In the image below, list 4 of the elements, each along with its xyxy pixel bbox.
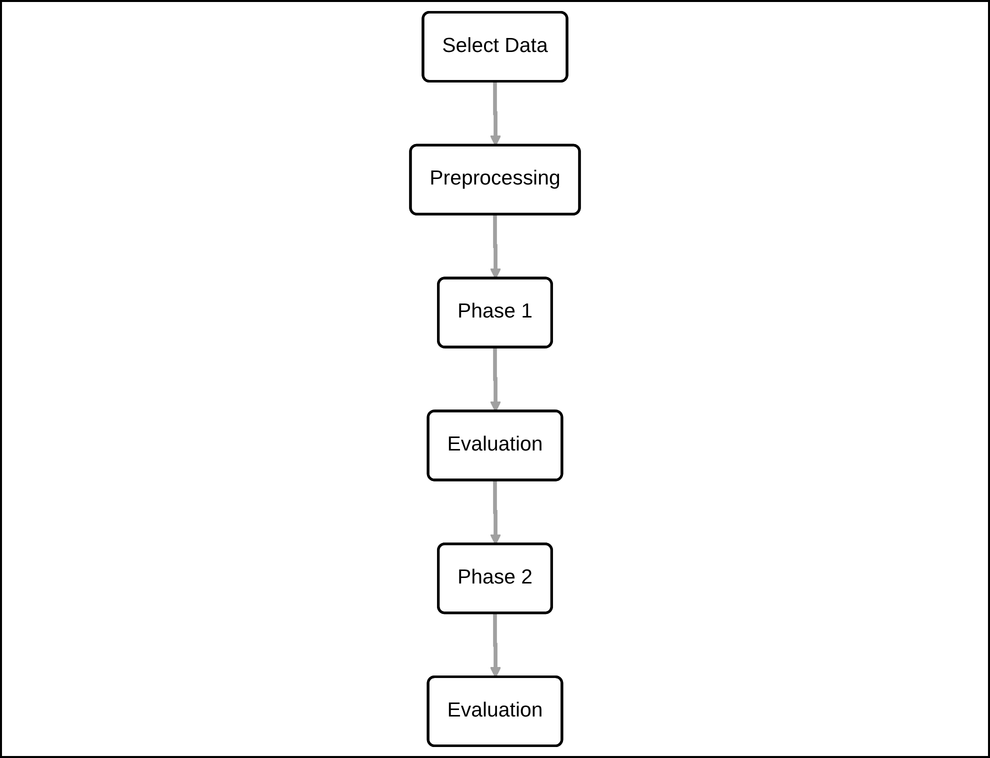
arrow [490, 612, 502, 678]
arrow [490, 478, 502, 545]
arrow [490, 212, 502, 280]
arrow [490, 80, 502, 146]
